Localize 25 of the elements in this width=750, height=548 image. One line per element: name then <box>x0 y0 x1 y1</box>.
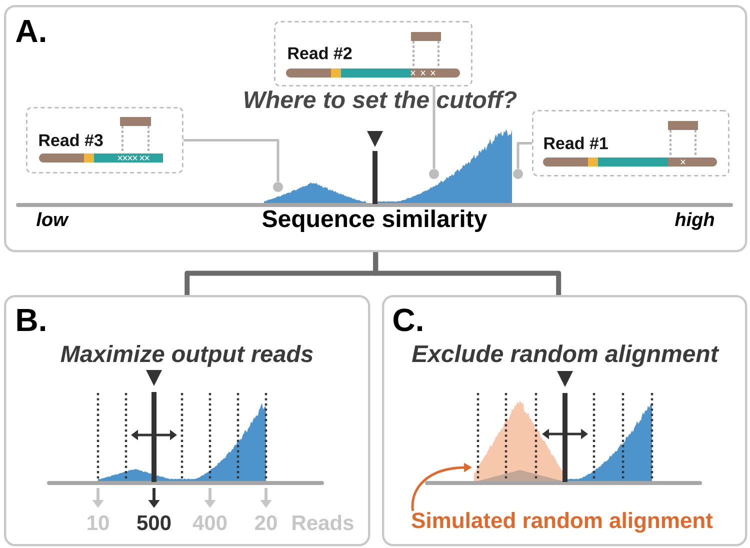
leader-line <box>183 138 280 182</box>
panel-letter: B. <box>17 308 45 331</box>
panel-title: Maximize output reads <box>60 344 313 367</box>
count-label: 400 <box>192 515 227 530</box>
question-text: Where to set the cutoff? <box>244 90 517 108</box>
panel-title: Exclude random alignment <box>412 344 720 367</box>
leader-dot <box>273 182 283 192</box>
axis-label: high <box>675 212 714 230</box>
read-box: Read #1 <box>532 110 730 176</box>
axis-title: Sequence similarity <box>262 210 488 232</box>
panel-letter: A. <box>16 20 45 42</box>
leader-line <box>516 142 532 169</box>
axis-label: low <box>36 212 69 226</box>
read-box: Read #3 <box>26 107 184 174</box>
count-label: 20 <box>255 515 277 530</box>
unit-label: Reads <box>292 514 354 530</box>
panel-letter: C. <box>394 308 422 332</box>
leader-line <box>432 86 436 169</box>
count-label: 10 <box>88 515 109 530</box>
leader-dot <box>429 169 439 179</box>
count-label: 500 <box>137 515 171 530</box>
leader-dot <box>513 169 523 179</box>
read-box: Read #2 <box>274 21 472 86</box>
connector-line <box>373 252 562 295</box>
caption-text: Simulated random alignment <box>412 512 713 533</box>
